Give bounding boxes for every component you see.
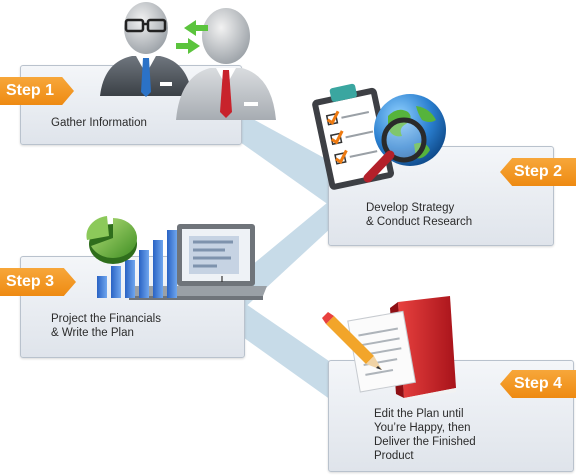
- step-4-badge: Step 4: [500, 370, 576, 398]
- step-3-badge: Step 3: [0, 268, 76, 296]
- step-1-text: Gather Information: [51, 117, 147, 129]
- connector-2-3: [240, 188, 345, 312]
- pencil-icon: [322, 312, 382, 370]
- step-3-text: Project the Financials & Write the Plan: [51, 313, 161, 339]
- financials-illustration: [86, 216, 267, 300]
- step-2-badge: Step 2: [500, 158, 576, 186]
- exchange-arrows-icon: [176, 20, 208, 54]
- pie-chart-icon: [86, 216, 137, 264]
- step-1-badge: Step 1: [0, 77, 74, 105]
- edit-illustration: [322, 296, 456, 400]
- clipboard-icon: [312, 83, 394, 190]
- notepad-icon: [193, 240, 233, 268]
- magnifier-icon: [363, 117, 427, 183]
- step-4-text: Edit the Plan until You’re Happy, then D…: [374, 408, 476, 462]
- connector-3-4: [240, 300, 345, 410]
- connector-1-2: [240, 112, 350, 220]
- bar-chart-icon: [97, 230, 177, 298]
- research-illustration: [312, 83, 446, 190]
- step-2-text: Develop Strategy & Conduct Research: [366, 202, 473, 228]
- people-icon: [100, 2, 276, 120]
- globe-icon: [374, 94, 446, 166]
